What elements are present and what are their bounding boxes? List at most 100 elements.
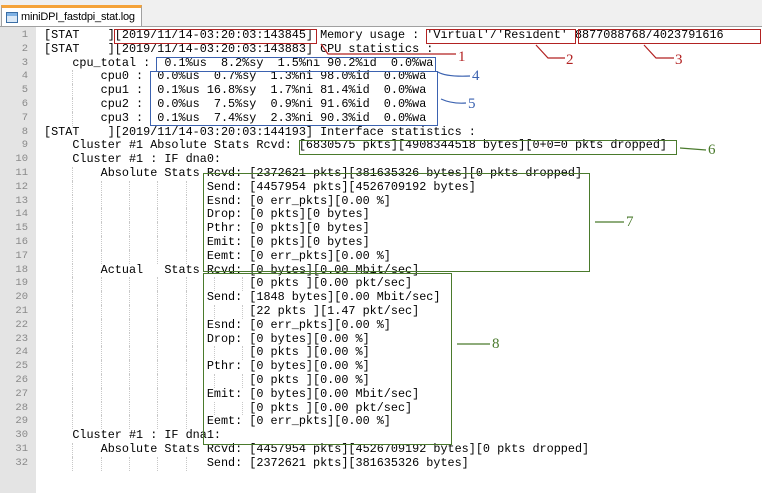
line-text: cpu3 : 0.1%us 7.4%sy 2.3%ni 90.3%id 0.0%… [44,110,427,125]
line-text: [STAT ][2019/11/14-03:20:03:143883] CPU … [44,41,434,56]
indent-guide [157,456,159,471]
log-line: 1[STAT ][2019/11/14-03:20:03:143845] Mem… [0,28,762,43]
indent-guide [72,97,74,112]
indent-guide [213,373,215,388]
indent-guide [100,222,102,236]
line-number: 14 [15,208,28,221]
log-line: 6 cpu2 : 0.0%us 7.5%sy 0.9%ni 91.6%id 0.… [0,97,762,112]
line-number: 30 [15,429,28,442]
indent-guide [72,84,74,98]
indent-guide [185,291,187,305]
indent-guide [185,332,187,347]
annotation-label-8: 8 [492,336,500,352]
line-text: Cluster #1 Absolute Stats Rcvd: [6830575… [44,138,667,153]
indent-guide [100,180,102,195]
indent-guide [185,304,187,319]
indent-guide [128,456,130,471]
line-number: 10 [15,153,28,166]
tab-title: miniDPI_fastdpi_stat.log [21,11,135,23]
log-line: 19 [0 pkts ][0.00 pkt/sec] [0,276,762,292]
line-number: 31 [15,442,28,455]
indent-guide [157,415,159,430]
indent-guide [72,387,74,402]
indent-guide [72,277,74,292]
indent-guide [100,208,102,223]
indent-guide [72,235,74,250]
log-line: 30 Cluster #1 : IF dna1: [0,428,762,443]
editor-text-area[interactable]: 1[STAT ][2019/11/14-03:20:03:143845] Mem… [0,28,762,471]
line-text: [0 pkts ][0.00 %] [44,345,370,360]
line-text: Emit: [0 pkts][0 bytes] [44,234,370,249]
line-number: 12 [15,180,28,193]
line-text: [0 pkts ][0.00 pkt/sec] [44,276,413,291]
line-number: 23 [15,332,28,345]
line-text: [0 pkts ][0.00 %] [44,372,370,387]
log-line: 31 Absolute Stats Rcvd: [4457954 pkts][4… [0,442,762,457]
indent-guide [128,222,130,236]
log-line: 3 cpu_total : 0.1%us 8.2%sy 1.5%ni 90.2%… [0,56,762,71]
indent-guide [185,373,187,388]
indent-guide [128,360,130,374]
indent-guide [100,332,102,347]
indent-guide [100,304,102,319]
tab-log-file[interactable]: miniDPI_fastdpi_stat.log [1,5,142,26]
indent-guide [157,401,159,416]
line-text: Send: [4457954 pkts][4526709192 bytes] [44,179,476,194]
log-line: 21 [22 pkts ][1.47 pkt/sec] [0,304,762,319]
line-text: [0 pkts ][0.00 pkt/sec] [44,400,413,415]
indent-guide [213,401,215,416]
line-number: 13 [15,194,28,207]
line-number: 27 [15,387,28,400]
indent-guide [72,360,74,374]
log-line: 20 Send: [1848 bytes][0.00 Mbit/sec] [0,290,762,305]
log-line: 9 Cluster #1 Absolute Stats Rcvd: [68305… [0,139,762,153]
log-line: 29 Eemt: [0 err_pkts][0.00 %] [0,415,762,430]
indent-guide [128,194,130,209]
log-line: 11 Absolute Stats Rcvd: [2372621 pkts][3… [0,166,762,181]
log-line: 8[STAT ][2019/11/14-03:20:03:144193] Int… [0,124,762,140]
indent-guide [100,277,102,292]
indent-guide [100,373,102,388]
indent-guide [185,387,187,402]
indent-guide [72,456,74,471]
log-line: 12 Send: [4457954 pkts][4526709192 bytes… [0,179,762,195]
line-text: Pthr: [0 pkts][0 bytes] [44,221,370,236]
line-number: 6 [21,97,28,110]
indent-guide [213,304,215,319]
indent-guide [157,318,159,333]
log-line: 27 Emit: [0 bytes][0.00 Mbit/sec] [0,386,762,402]
indent-guide [100,387,102,402]
line-text: [STAT ][2019/11/14-03:20:03:144193] Inte… [44,124,476,139]
indent-guide [185,360,187,374]
indent-guide [128,291,130,305]
indent-guide [185,222,187,236]
indent-guide [128,415,130,430]
indent-guide [100,346,102,361]
line-number: 29 [15,415,28,428]
indent-guide [157,194,159,209]
line-text: Actual Stats Rcvd: [0 bytes][0.00 Mbit/s… [44,262,420,277]
indent-guide [128,346,130,361]
indent-guide [128,180,130,195]
indent-guide [72,291,74,305]
indent-guide [185,235,187,250]
indent-guide [128,277,130,292]
line-number: 17 [15,249,28,262]
indent-guide [157,291,159,305]
indent-guide [185,208,187,223]
indent-guide [157,222,159,236]
log-line: 7 cpu3 : 0.1%us 7.4%sy 2.3%ni 90.3%id 0.… [0,110,762,126]
indent-guide [157,249,159,264]
indent-guide [100,360,102,374]
line-text: Emit: [0 bytes][0.00 Mbit/sec] [44,386,420,401]
annotation-label-1: 1 [458,49,466,65]
indent-guide [185,249,187,264]
indent-guide [157,387,159,402]
indent-guide [128,318,130,333]
annotation-label-4: 4 [472,68,480,84]
log-line: 15 Pthr: [0 pkts][0 bytes] [0,221,762,236]
indent-guide [72,222,74,236]
indent-guide [72,111,74,126]
indent-guide [72,346,74,361]
indent-guide [100,194,102,209]
